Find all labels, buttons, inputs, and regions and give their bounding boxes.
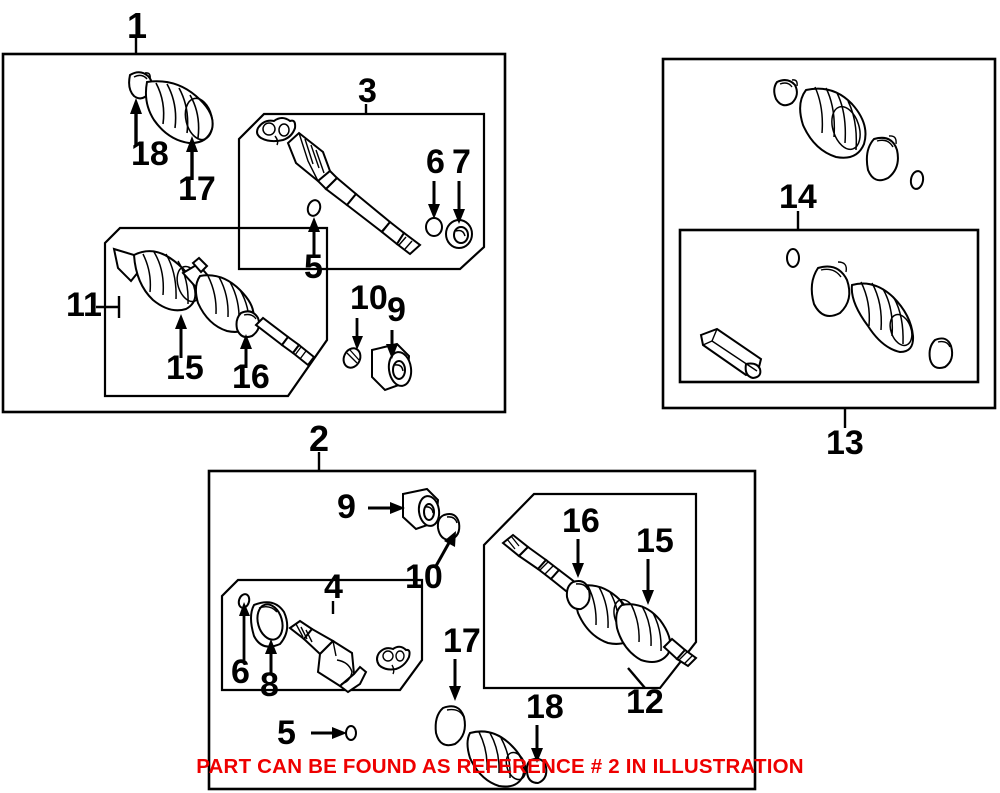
panel-12-border <box>482 492 698 690</box>
callout-18: 18 <box>131 135 169 173</box>
leader-lines <box>96 38 847 689</box>
circlip-panel3 <box>306 199 322 217</box>
panel-3-border <box>237 112 486 271</box>
dust-cover-8 <box>250 601 289 648</box>
tripod-spider-panel3 <box>256 117 297 146</box>
callout-4: 4 <box>324 568 343 606</box>
sub-panel-outlines <box>103 112 698 692</box>
callout-arrows <box>130 98 654 763</box>
inboard-joint-panel3 <box>286 131 422 256</box>
panel-14-border <box>678 228 980 384</box>
callout-2: 2 <box>309 418 330 459</box>
boot-kit-14 <box>773 79 925 190</box>
outboard-joint-assy-12 <box>501 533 698 668</box>
bearing-panel3 <box>445 219 473 249</box>
panel-13-border <box>661 57 997 410</box>
callout-15-panel12: 15 <box>636 522 674 560</box>
boot-18b <box>466 730 548 788</box>
callout-5-panel3: 5 <box>304 248 323 286</box>
callout-18-panel2: 18 <box>526 688 564 726</box>
callout-17: 17 <box>178 170 216 208</box>
panel-outlines <box>1 52 997 791</box>
callout-16-panel11: 16 <box>232 358 270 396</box>
callout-12: 12 <box>626 683 664 721</box>
boot-kit-13 <box>699 248 954 380</box>
callout-7: 7 <box>452 143 471 181</box>
small-clamp-10 <box>342 347 362 369</box>
callout-6-panel3: 6 <box>426 143 445 181</box>
damper-9 <box>371 342 413 392</box>
damper-9b <box>402 487 441 531</box>
boot-clamp-11 <box>235 310 261 339</box>
callout-8: 8 <box>260 666 279 704</box>
circlip-panel4 <box>345 725 357 741</box>
drive-shaft-11 <box>254 316 316 367</box>
callout-9: 9 <box>387 291 406 329</box>
callout-13: 13 <box>826 424 864 462</box>
boot-clamp-17b <box>434 705 466 747</box>
panel-11-border <box>103 226 329 398</box>
callout-16-panel12: 16 <box>562 502 600 540</box>
callout-9-panel2: 9 <box>337 488 356 526</box>
callout-6-panel4: 6 <box>231 653 250 691</box>
small-clamp-10b <box>436 513 461 542</box>
inboard-joint-panel4 <box>288 619 368 694</box>
callout-14: 14 <box>779 178 817 216</box>
snap-ring-panel3 <box>425 217 443 237</box>
inboard-boot-upper <box>144 80 214 145</box>
callout-17-panel2: 17 <box>443 622 481 660</box>
callout-10: 10 <box>350 279 388 317</box>
callout-3: 3 <box>358 72 377 110</box>
callout-15-panel11: 15 <box>166 349 204 387</box>
snap-ring-panel4 <box>237 593 251 609</box>
callout-5-panel4: 5 <box>277 714 296 752</box>
callout-10-panel2: 10 <box>405 558 443 596</box>
callout-1: 1 <box>127 5 148 46</box>
panel-4-border <box>220 578 424 692</box>
callout-11: 11 <box>66 286 102 324</box>
tripod-spider-panel4 <box>376 645 411 675</box>
panel-2-border <box>207 469 757 791</box>
reference-notice: PART CAN BE FOUND AS REFERENCE # 2 IN IL… <box>196 755 804 778</box>
panel-1-border <box>1 52 507 414</box>
boot-clamp-12 <box>565 580 591 611</box>
